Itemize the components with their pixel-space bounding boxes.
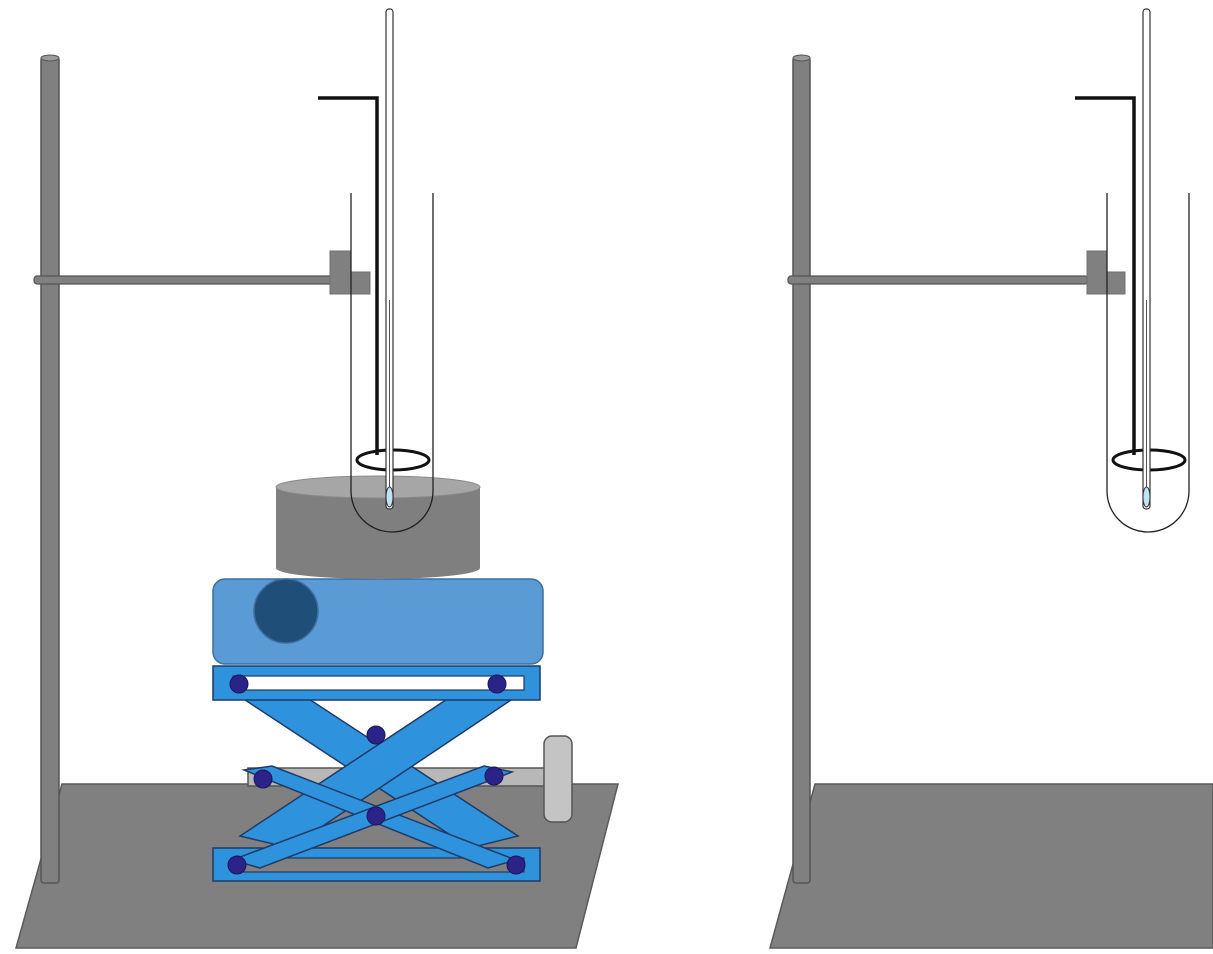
lab-jack-pivot (366, 725, 386, 745)
test-tube (350, 193, 434, 533)
hot-plate-knob (253, 578, 319, 644)
lab-jack-pivot (484, 766, 504, 786)
thermometer (1142, 8, 1151, 510)
hot-plate-stirrer (212, 578, 544, 665)
lab-jack-pivot (227, 855, 247, 875)
stirrer-wire (1075, 96, 1136, 455)
lab-jack-pivot (229, 674, 249, 694)
lab-jack-crank-knob (543, 735, 573, 823)
stand-rod (792, 56, 811, 884)
water-bath-top (275, 475, 481, 499)
apparatus-right (769, 8, 1213, 949)
thermometer-bulb (385, 486, 394, 508)
lab-jack-top-slot (232, 675, 525, 691)
clamp-arm (787, 275, 1089, 285)
water-bath (275, 475, 481, 579)
thermometer-bulb (1142, 486, 1151, 508)
stand-rod (40, 56, 60, 884)
lab-jack-pivot (253, 769, 273, 789)
lab-jack-pivot (487, 674, 507, 694)
thermometer (385, 8, 394, 510)
lab-jack (212, 665, 573, 882)
lab-jack-pivot (506, 855, 526, 875)
stand-rod-top (40, 54, 60, 62)
clamp-holder (329, 250, 371, 295)
clamp-holder (1086, 250, 1126, 295)
stand-base-plate (769, 783, 1213, 949)
test-tube (1106, 193, 1190, 533)
water-bath-body (276, 487, 480, 579)
stirrer-wire (318, 96, 379, 455)
stand-rod-top (792, 54, 811, 62)
lab-jack-pivot (366, 806, 386, 826)
clamp-arm (33, 275, 335, 285)
apparatus-left (15, 8, 619, 949)
